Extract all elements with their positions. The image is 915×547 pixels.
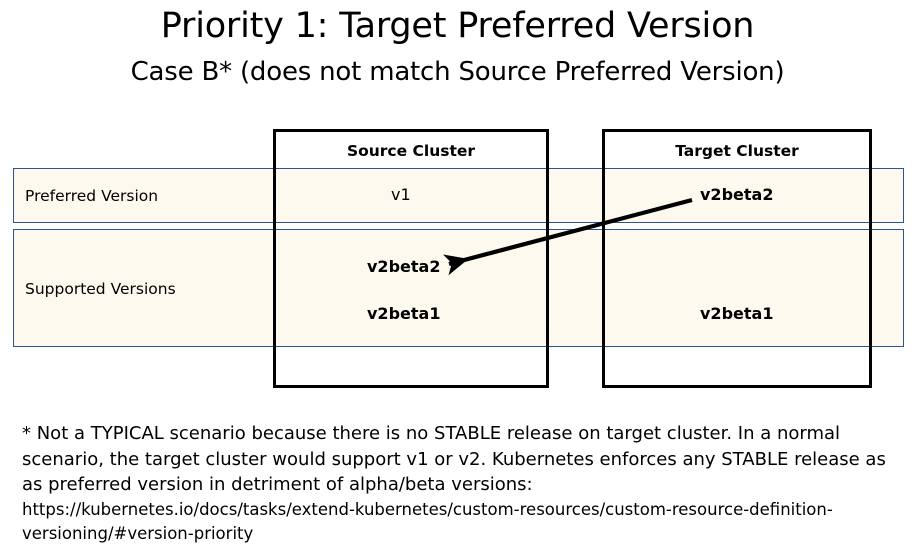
cell-target-supported-version-1: v2beta1 [700,304,774,323]
footnote-line-3: as preferred version in detriment of alp… [22,474,533,495]
footnote-line-2: scenario, the target cluster would suppo… [22,448,886,470]
footnote-block: * Not a TYPICAL scenario because there i… [22,421,886,546]
footnote-url-line-1[interactable]: https://kubernetes.io/docs/tasks/extend-… [22,499,833,519]
cell-target-preferred-version: v2beta2 [700,185,774,204]
cell-source-preferred-version: v1 [391,185,411,204]
cell-source-supported-version-1: v2beta2 [367,257,441,276]
footnote-line-1: * Not a TYPICAL scenario because there i… [22,423,841,444]
footnote-url-line-2[interactable]: versioning/#version-priority [22,523,254,543]
cell-source-supported-version-2: v2beta1 [367,304,441,323]
page-title: Priority 1: Target Preferred Version [160,6,755,46]
cluster-box-target: Target Cluster [602,129,872,388]
page-subtitle: Case B* (does not match Source Preferred… [130,57,785,87]
cluster-title-target: Target Cluster [675,142,799,160]
row-label-supported-versions: Supported Versions [25,280,176,298]
row-label-preferred-version: Preferred Version [25,187,159,205]
cluster-title-source: Source Cluster [346,142,476,160]
